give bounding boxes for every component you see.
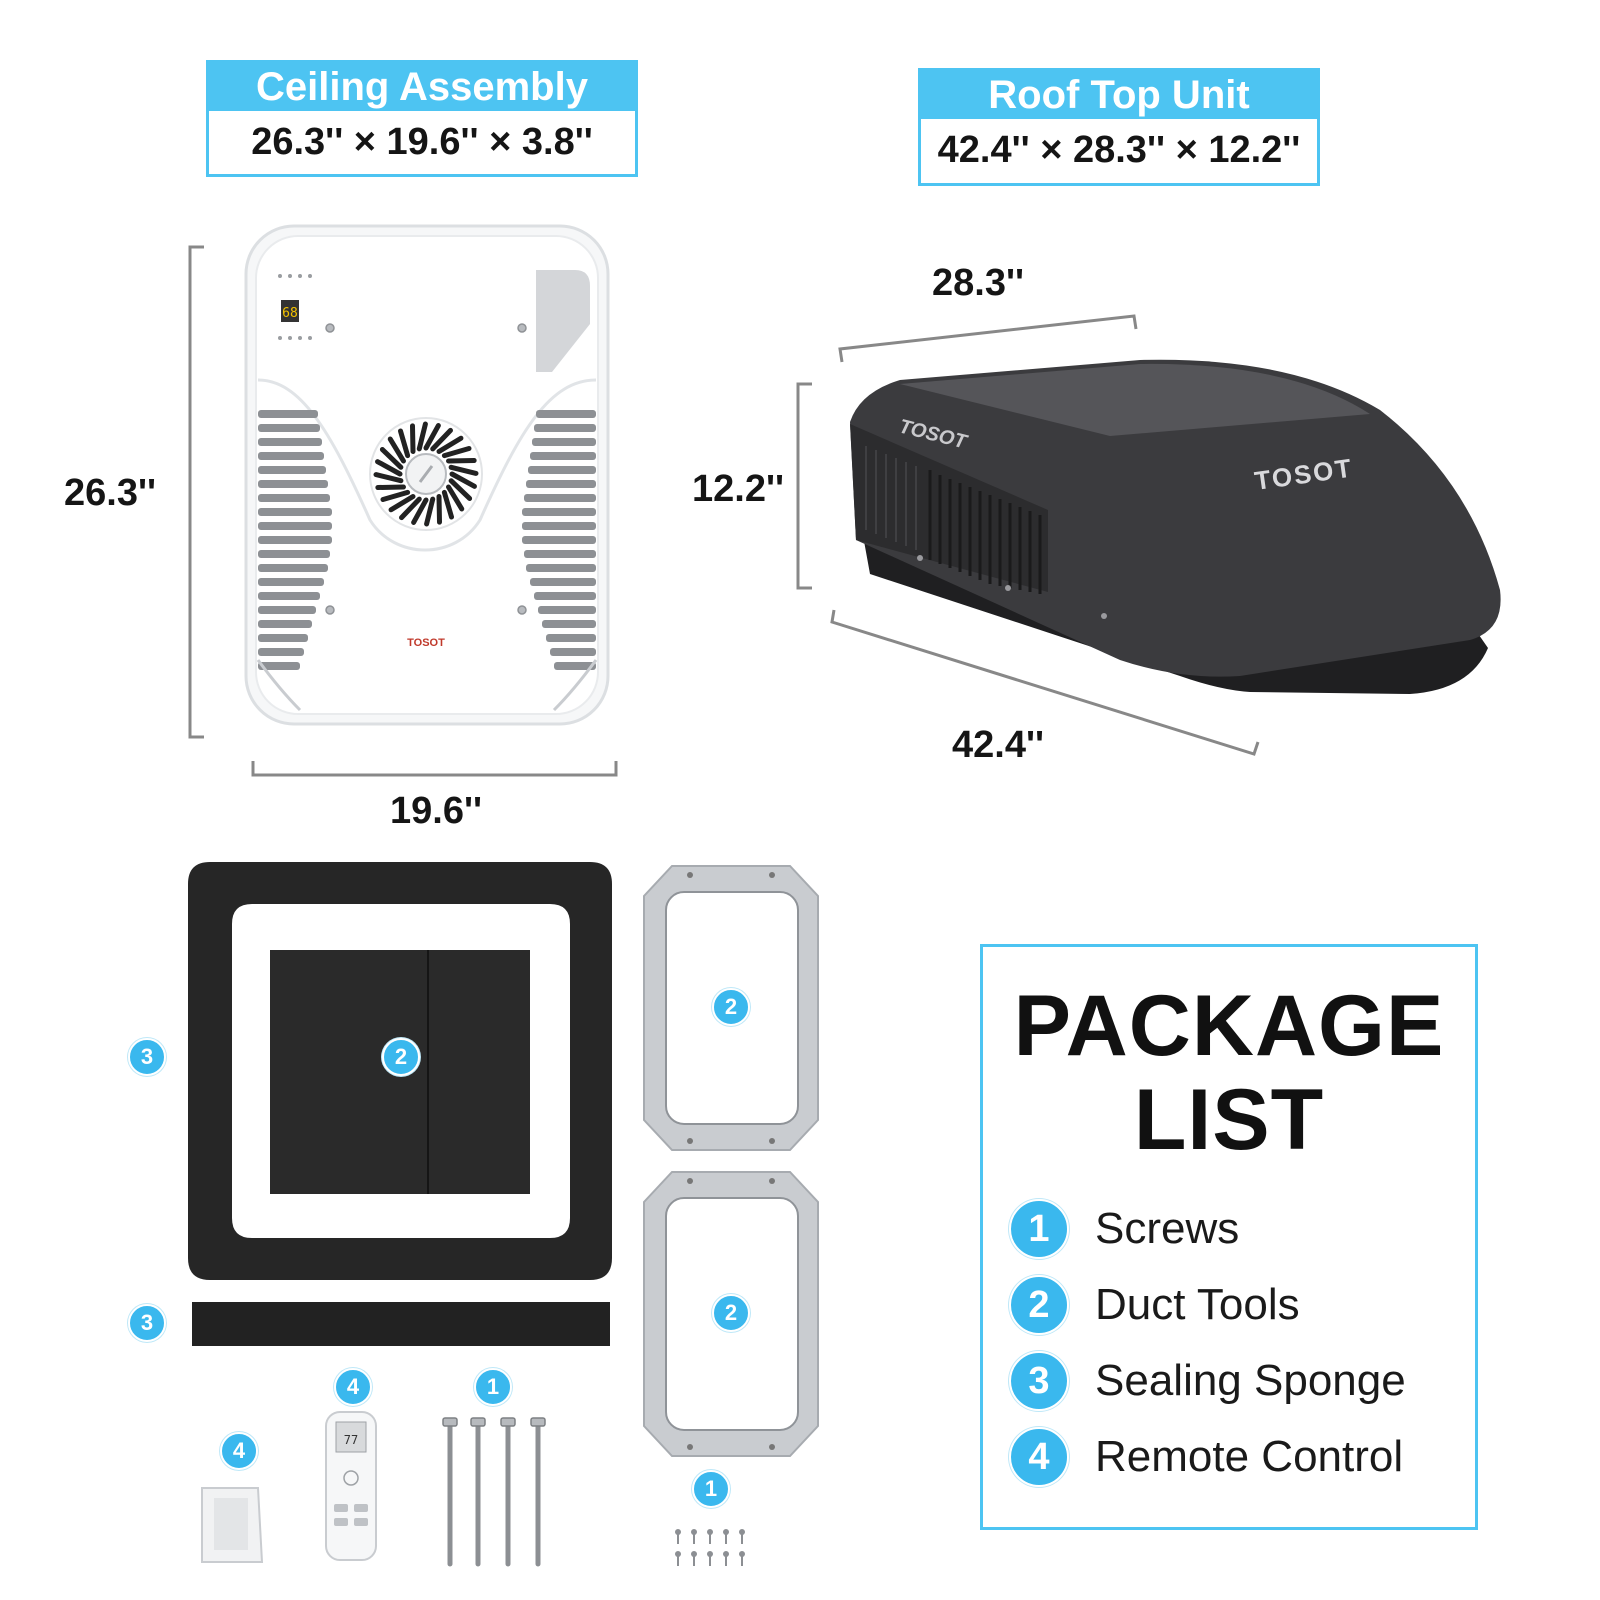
package-list-title-line2: LIST <box>1133 1072 1325 1168</box>
package-list-panel: PACKAGE LIST 1 Screws 2 Duct Tools 3 Sea… <box>980 944 1478 1530</box>
ceiling-height-label: 26.3'' <box>64 472 157 514</box>
ceiling-width-label: 19.6'' <box>390 790 483 832</box>
package-item-number: 4 <box>1009 1427 1069 1487</box>
ceiling-display-reading: 68 <box>282 306 298 321</box>
roof-height-bracket <box>796 382 812 590</box>
package-item-label: Sealing Sponge <box>1095 1356 1406 1405</box>
roof-height-label: 12.2'' <box>692 468 785 510</box>
badge-sponge-frame: 3 <box>128 1038 166 1076</box>
ceiling-brand-logo: TOSOT <box>407 637 445 649</box>
roof-top-unit-image: TOSOT TOSOT <box>796 314 1501 756</box>
sealing-sponge-strip <box>192 1302 610 1346</box>
roof-length-label: 42.4'' <box>952 724 1045 766</box>
roof-top-unit-dimensions: 42.4'' × 28.3'' × 12.2'' <box>937 129 1301 171</box>
package-item-label: Duct Tools <box>1095 1280 1300 1329</box>
ceiling-assembly-title: Ceiling Assembly <box>209 63 635 111</box>
badge-small-screws: 1 <box>692 1470 730 1508</box>
roof-length-bracket <box>830 609 1260 756</box>
roof-top-unit-spec: Roof Top Unit 42.4'' × 28.3'' × 12.2'' <box>918 68 1320 186</box>
remote-control <box>325 1411 377 1561</box>
badge-duct-lower: 2 <box>712 1294 750 1332</box>
badge-sponge-strip: 3 <box>128 1304 166 1342</box>
badge-duct-upper: 2 <box>712 988 750 1026</box>
ceiling-assembly-spec: Ceiling Assembly 26.3'' × 19.6'' × 3.8'' <box>206 60 638 177</box>
remote-display-reading: 77 <box>344 1433 358 1447</box>
ceiling-assembly-dimensions: 26.3'' × 19.6'' × 3.8'' <box>251 121 593 163</box>
long-screws <box>447 1423 541 1567</box>
package-list-title-line1: PACKAGE <box>1013 978 1445 1074</box>
remote-holder <box>201 1487 264 1563</box>
package-item-label: Screws <box>1095 1204 1240 1253</box>
badge-filter: 2 <box>382 1038 420 1076</box>
ceiling-assembly-image: 68 TOSOT <box>188 224 618 777</box>
sealing-sponge-frame <box>188 862 612 1280</box>
package-item-number: 2 <box>1009 1275 1069 1335</box>
package-item-label: Remote Control <box>1095 1432 1404 1481</box>
badge-remote-holder: 4 <box>220 1432 258 1470</box>
roof-top-unit-title: Roof Top Unit <box>921 71 1317 119</box>
ceiling-height-bracket <box>188 245 204 739</box>
ceiling-width-bracket <box>251 761 618 777</box>
package-item-number: 1 <box>1009 1199 1069 1259</box>
roof-width-label: 28.3'' <box>932 262 1025 304</box>
package-item-number: 3 <box>1009 1351 1069 1411</box>
badge-remote: 4 <box>334 1368 372 1406</box>
badge-long-screws: 1 <box>474 1368 512 1406</box>
roof-width-bracket <box>838 314 1138 363</box>
